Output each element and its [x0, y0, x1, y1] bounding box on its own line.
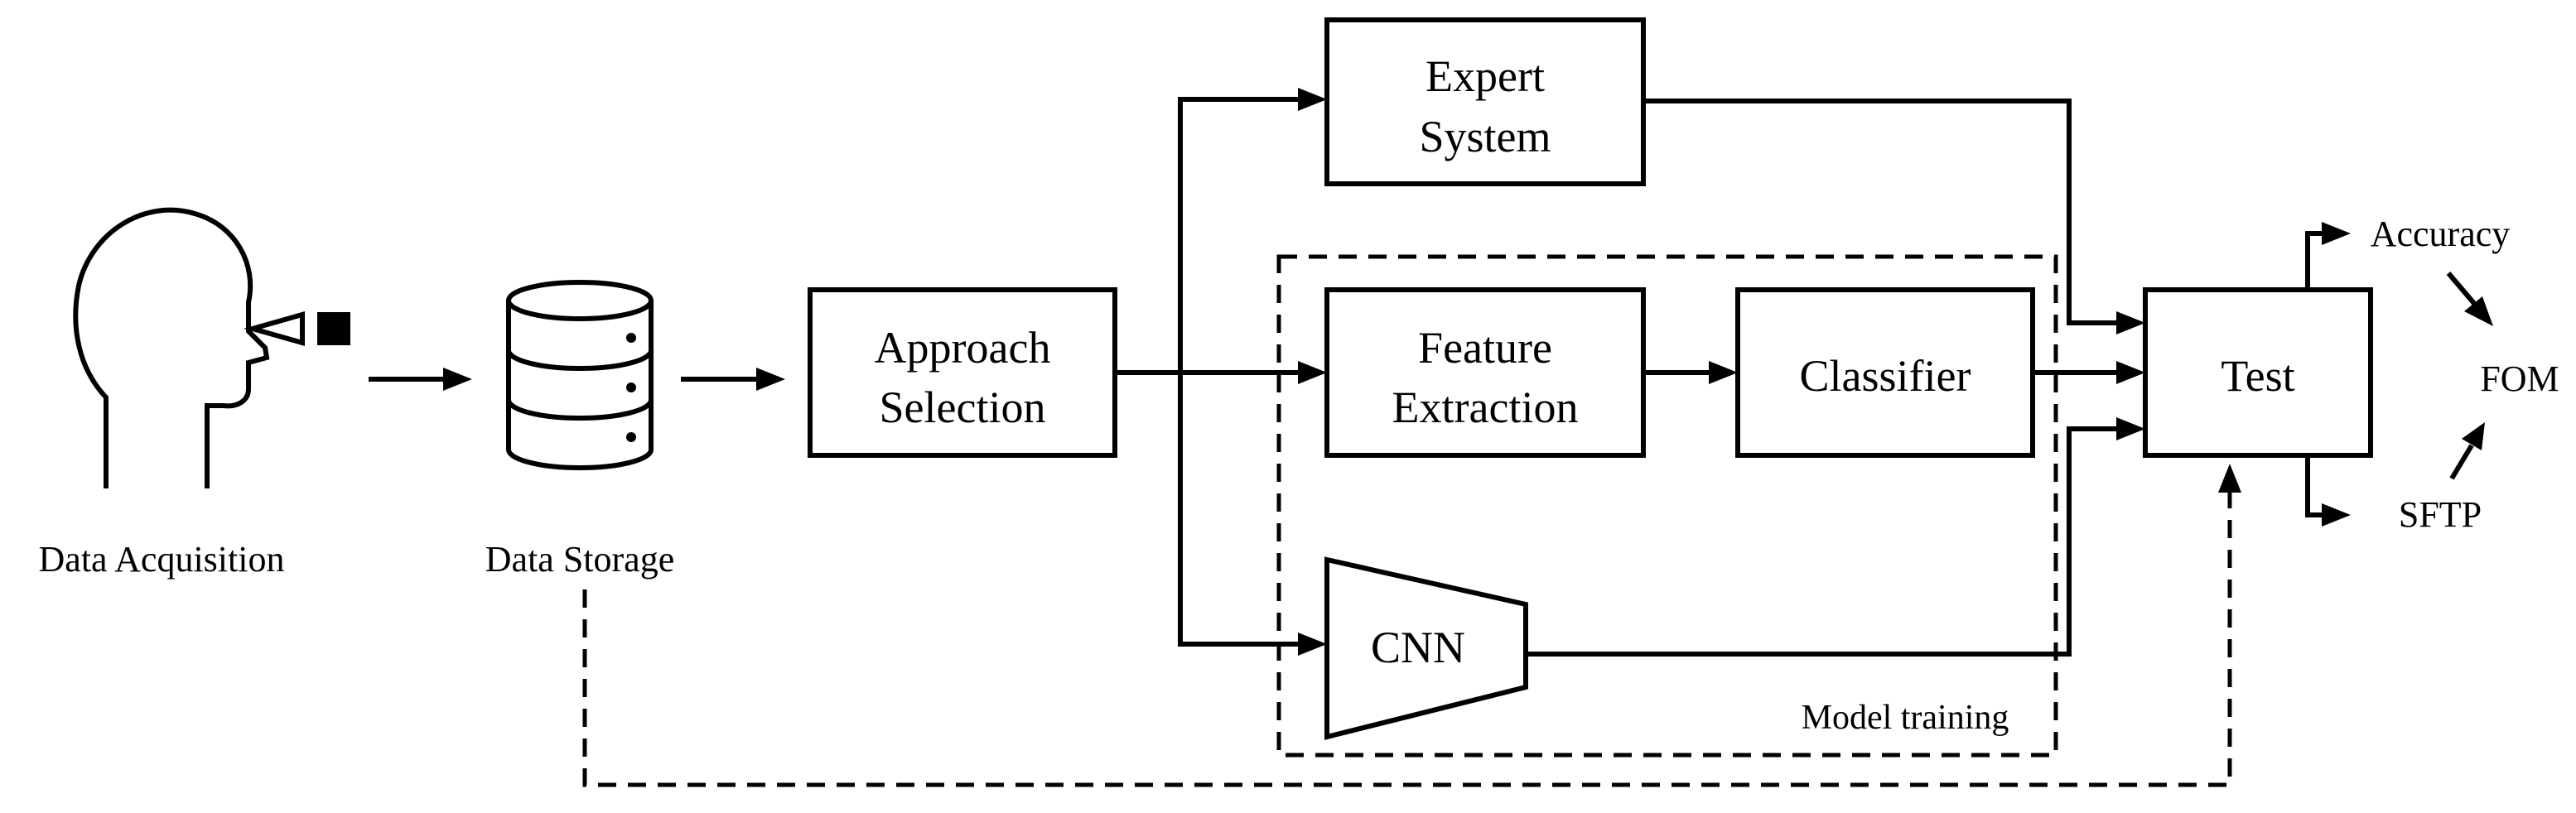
data-acquisition-label: Data Acquisition [39, 539, 285, 580]
branch-connector [1115, 97, 1302, 647]
feature-extraction-label-line2: Extraction [1392, 382, 1579, 432]
approach-selection-label-line1: Approach [875, 323, 1051, 373]
cnn-to-test-connector [1526, 417, 2145, 657]
sftp-to-fom-arrow [2449, 422, 2485, 480]
storage-to-test-feedback [582, 464, 2241, 787]
classifier-to-test-connector [2033, 361, 2145, 384]
arrow-to-feature-extraction [1298, 361, 1327, 384]
arrow-storage-to-approach [681, 368, 785, 391]
data-storage-label: Data Storage [485, 539, 674, 580]
person-head-icon [73, 207, 270, 488]
accuracy-label: Accuracy [2371, 214, 2511, 254]
test-label: Test [2221, 351, 2294, 401]
accuracy-to-fom-arrow [2446, 272, 2493, 326]
arrow-acquisition-to-storage [369, 368, 472, 391]
expert-to-test-connector [1643, 99, 2145, 334]
database-icon [506, 280, 654, 470]
arrow-feature-to-classifier [1643, 361, 1738, 384]
model-training-label: Model training [1802, 699, 2009, 737]
test-to-sftp-connector [2305, 455, 2351, 527]
test-to-accuracy-connector [2305, 222, 2351, 290]
model-training-group [1276, 254, 2058, 758]
feature-extraction-label-line1: Feature [1418, 323, 1552, 373]
sensor-square-icon [317, 312, 350, 345]
classifier-label: Classifier [1800, 351, 1971, 401]
expert-system-label-line1: Expert [1425, 51, 1545, 101]
expert-system-label-line2: System [1419, 112, 1551, 161]
cnn-trapezoid [1324, 556, 1528, 740]
arrow-to-expert-system [1298, 88, 1327, 111]
approach-selection-label-line2: Selection [880, 382, 1046, 432]
sftp-label: SFTP [2399, 494, 2482, 535]
cnn-label: CNN [1371, 623, 1465, 672]
fom-label: FOM [2480, 358, 2559, 399]
arrow-to-cnn [1298, 633, 1327, 656]
test-box [2143, 287, 2373, 458]
eye-cone-icon [243, 311, 305, 346]
feature-extraction-box [1324, 287, 1646, 458]
